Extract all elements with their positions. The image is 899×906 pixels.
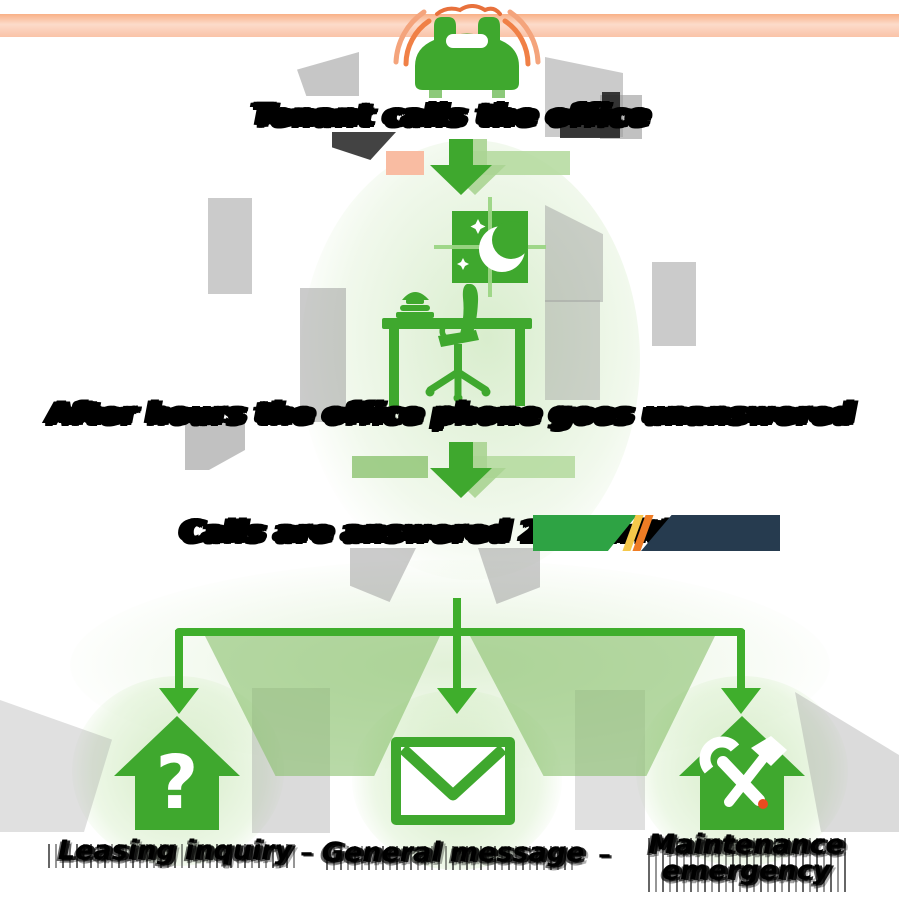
text-streaks [326, 846, 574, 870]
ringing-phone-icon [393, 4, 541, 98]
branch-line-horizontal [175, 628, 745, 636]
branch-label-leasing: Leasing inquiry [57, 835, 293, 866]
logo-green-block [533, 515, 637, 551]
branch-line-left [175, 630, 183, 690]
moon-and-stars-icon [457, 219, 528, 272]
envelope-icon [391, 737, 515, 825]
alert-dot [758, 799, 768, 809]
branch-line-center [453, 598, 461, 690]
branch-label-message: General message [321, 837, 585, 868]
text-streaks [648, 838, 848, 892]
shadow-shape [300, 288, 346, 422]
shadow-shape [297, 52, 359, 96]
label-separator: – [300, 838, 313, 868]
question-mark-glyph: ? [156, 740, 199, 826]
salmon-fragment [386, 151, 424, 175]
house-tools-icon [679, 716, 805, 830]
label-separator: – [598, 840, 611, 870]
empty-desk-icon [382, 284, 532, 406]
company-logo [533, 515, 780, 551]
down-arrow-icon [430, 442, 492, 498]
down-arrow-icon [430, 139, 492, 195]
step1-text: Tenant calls the office [251, 98, 648, 133]
branch-line-right [737, 630, 745, 690]
branch-label-maintenance: Maintenance emergency [648, 829, 844, 887]
branch-arrowhead-left [159, 688, 199, 714]
shadow-shape [545, 300, 600, 400]
arrow-shadow-band [352, 456, 428, 478]
text-streaks [48, 844, 300, 868]
step2-text: After hours the office phone goes unansw… [46, 396, 853, 430]
branch-arrowhead-center [437, 688, 477, 714]
branch-arrowhead-right [721, 688, 761, 714]
house-question-icon: ? [114, 716, 240, 830]
shadow-shape [208, 198, 252, 294]
shadow-shape [652, 262, 696, 346]
envelope-flap [399, 744, 507, 801]
logo-navy-block [641, 515, 780, 551]
night-window-icon [434, 197, 546, 297]
